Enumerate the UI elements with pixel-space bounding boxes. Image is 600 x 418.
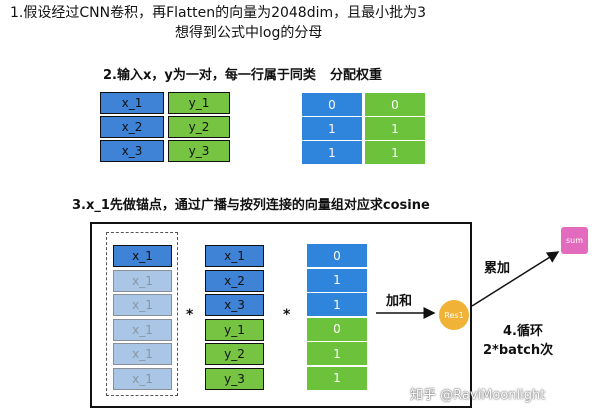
sum-node: sum — [561, 227, 588, 254]
multiply-sign-1: * — [186, 307, 194, 323]
mask-cell: 1 — [307, 366, 367, 390]
y-cell: y_3 — [168, 140, 230, 162]
concat-cell: x_1 — [205, 245, 264, 267]
anchor-cell: x_1 — [113, 318, 172, 341]
step4-line2: 2*batch次 — [483, 343, 554, 358]
anchor-cell: x_1 — [113, 269, 172, 292]
anchor-broadcast-box — [106, 232, 178, 396]
accum-label: 累加 — [484, 261, 511, 276]
concat-cell: y_2 — [205, 343, 264, 365]
arrow-to-sum — [471, 251, 560, 307]
step3-text: 3.x_1先做锚点，通过广播与按列连接的向量组对应求cosine — [72, 198, 430, 213]
weight-cell: 0 — [302, 93, 362, 116]
weight-cell: 1 — [365, 141, 425, 164]
weights-title: 分配权重 — [330, 68, 383, 83]
anchor-cell: x_1 — [113, 245, 172, 267]
weight-cell: 1 — [302, 141, 362, 164]
multiply-sign-2: * — [283, 307, 291, 323]
weight-cell: 1 — [302, 117, 362, 140]
step1-line1: 1.假设经过CNN卷积，再Flatten的向量为2048dim，且最小批为3 — [10, 5, 427, 21]
weight-cell: 1 — [365, 117, 425, 140]
mask-cell: 0 — [307, 317, 367, 341]
mask-cell: 1 — [307, 342, 367, 365]
concat-cell: x_2 — [205, 269, 264, 292]
x-cell: x_2 — [100, 116, 164, 138]
step2-text: 2.输入x，y为一对，每一行属于同类 — [103, 68, 316, 83]
y-cell: y_1 — [168, 92, 230, 114]
y-cell: y_2 — [168, 116, 230, 138]
watermark: 知乎 @RaviMoonlight — [410, 388, 546, 403]
broadcast-frame — [90, 222, 472, 408]
mask-cell: 1 — [307, 293, 367, 316]
concat-cell: y_1 — [205, 318, 264, 341]
concat-cell: y_3 — [205, 367, 264, 390]
add-label: 加和 — [386, 294, 413, 309]
concat-cell: x_3 — [205, 294, 264, 316]
mask-cell: 0 — [307, 244, 367, 267]
res1-node: Res1 — [439, 300, 469, 330]
step4-line1: 4.循环 — [503, 324, 543, 339]
weight-cell: 0 — [365, 93, 425, 116]
mask-cell: 1 — [307, 268, 367, 292]
anchor-cell: x_1 — [113, 343, 172, 365]
anchor-cell: x_1 — [113, 367, 172, 390]
anchor-cell: x_1 — [113, 294, 172, 316]
x-cell: x_3 — [100, 140, 164, 162]
step1-line2: 想得到公式中log的分母 — [175, 25, 323, 41]
x-cell: x_1 — [100, 92, 164, 114]
